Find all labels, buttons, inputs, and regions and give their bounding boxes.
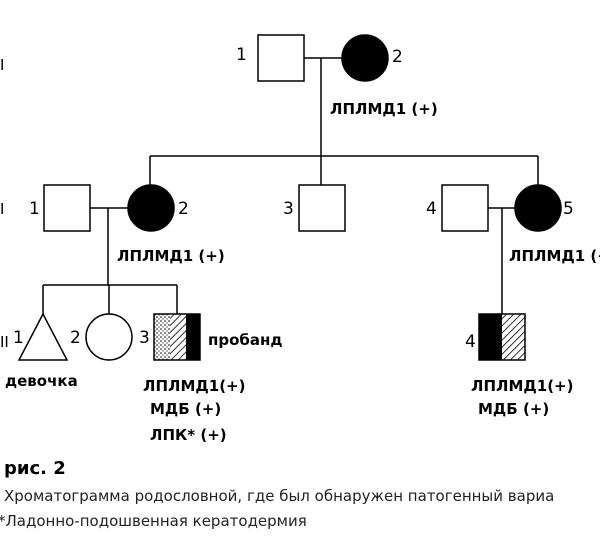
individual-iii4-symbol: [478, 313, 526, 361]
individual-iii1-note: девочка: [5, 372, 78, 390]
individual-iii2-female: [85, 313, 133, 361]
individual-iii1-pregnancy-triangle: [17, 312, 69, 361]
iii4-segment-filled: [479, 314, 502, 360]
iii4-variant-1: ЛПЛМД1(+): [471, 377, 573, 395]
proband-segment-hatched: [170, 314, 186, 360]
individual-iii4-number: 4: [465, 332, 476, 352]
proband-variant-1: ЛПЛМД1(+): [143, 377, 245, 395]
individual-ii3-number: 3: [283, 199, 294, 219]
pedigree-chart: I 1 2 ЛПЛМД1 (+) I 1 2 ЛПЛМД1 (+) 3 4 5 …: [0, 34, 600, 444]
individual-ii1-number: 1: [29, 199, 40, 219]
individual-i1-number: 1: [236, 45, 247, 65]
individual-ii4-male: [441, 184, 489, 232]
individual-ii2-variant: ЛПЛМД1 (+): [117, 247, 225, 265]
generation-label-1: I: [0, 56, 4, 74]
generation-label-2: I: [0, 200, 4, 218]
individual-i2-variant: ЛПЛМД1 (+): [330, 100, 438, 118]
individual-ii4-number: 4: [426, 199, 437, 219]
iii4-variant-2: МДБ (+): [478, 400, 549, 418]
individual-iii3-proband-symbol: [153, 313, 201, 361]
proband-variant-3: ЛПК* (+): [150, 426, 227, 444]
figure-caption-line-1: Хроматограмма родословной, где был обнар…: [4, 487, 555, 505]
figure-title: рис. 2: [4, 458, 66, 479]
proband-segment-filled: [186, 314, 200, 360]
individual-ii3-male: [298, 184, 346, 232]
individual-ii5-number: 5: [563, 199, 574, 219]
individual-ii5-female-affected: [514, 184, 562, 232]
individual-ii2-number: 2: [178, 199, 189, 219]
proband-variant-2: МДБ (+): [150, 400, 221, 418]
figure-footnote: *Ладонно-подошвенная кератодермия: [0, 512, 307, 530]
generation-label-3: II: [0, 333, 9, 351]
individual-iii1-number: 1: [13, 328, 24, 348]
individual-ii5-variant: ЛПЛМД1 (+: [509, 247, 600, 265]
individual-ii1-male: [43, 184, 91, 232]
iii4-outline: [478, 313, 526, 361]
individual-i2-female-affected: [341, 34, 389, 82]
individual-iii2-number: 2: [70, 328, 81, 348]
individual-i1-male: [257, 34, 305, 82]
proband-label: пробанд: [208, 331, 282, 349]
individual-iii3-number: 3: [139, 328, 150, 348]
individual-i2-number: 2: [392, 47, 403, 67]
proband-outline: [153, 313, 201, 361]
iii4-segment-hatched: [502, 314, 525, 360]
individual-ii2-female-affected: [127, 184, 175, 232]
proband-segment-dotted: [154, 314, 170, 360]
